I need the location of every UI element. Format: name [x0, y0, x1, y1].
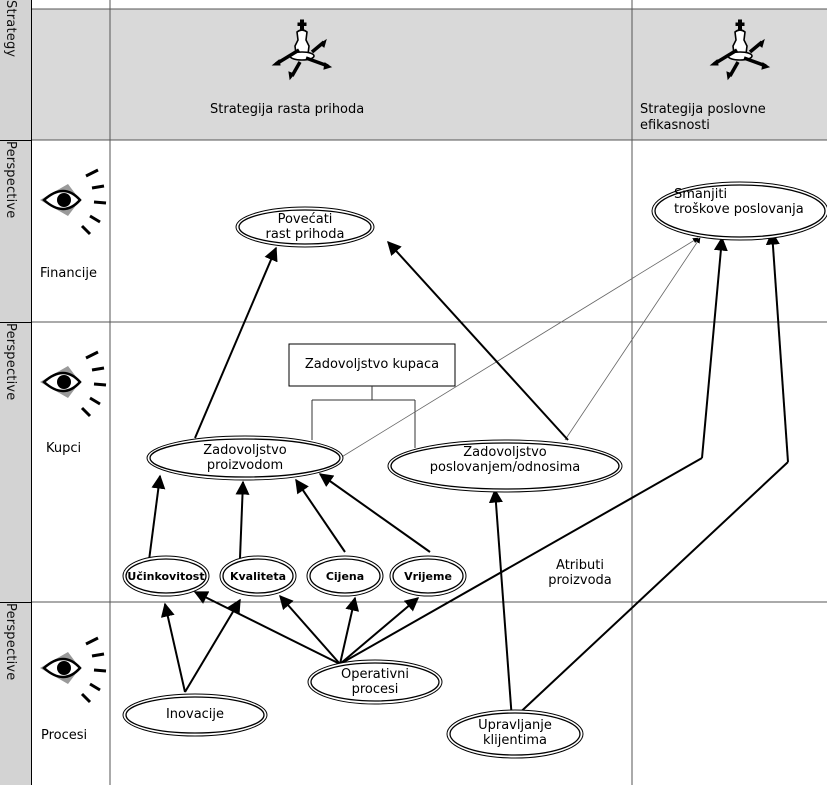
arrow-product-to-revenue: [194, 246, 278, 439]
product-attributes-label: Atributi proizvoda: [520, 558, 640, 588]
arrow-cm-to-costs-b: [765, 230, 789, 463]
efficiency-strategy-label-1: Strategija poslovne: [640, 102, 766, 117]
arrow-innovation-to-efficiency: [160, 602, 186, 693]
process-perspective-name: Procesi: [41, 728, 88, 743]
arrow-quality-to-product: [235, 480, 250, 559]
product-attributes-line2: proizvoda: [548, 573, 612, 588]
process-band-label: Perspective: [0, 602, 32, 785]
arrow-cm-to-relationship: [488, 488, 513, 721]
eye-icon: [40, 636, 107, 704]
chess-king-icon: [271, 19, 333, 81]
reduce-costs-line1: Smanjiti: [674, 187, 728, 202]
product-attributes-line1: Atributi: [556, 558, 604, 573]
product-satisfaction-line2: proizvodom: [206, 458, 284, 473]
customer-management-line2: klijentima: [483, 733, 547, 748]
time-node: Vrijeme: [404, 570, 452, 583]
arrow-relationship-to-revenue: [387, 240, 569, 441]
operational-processes-line1: Operativni: [340, 667, 410, 682]
strategy-band-label: Strategy: [0, 0, 32, 140]
customer-satisfaction-bracket: [288, 343, 456, 448]
customer-band-label: Perspective: [0, 322, 32, 602]
relationship-satisfaction-line2: poslovanjem/odnosima: [429, 460, 581, 475]
product-satisfaction-node: Zadovoljstvo proizvodom: [165, 443, 325, 473]
reduce-costs-line2: troškove poslovanja: [674, 202, 804, 217]
innovation-node: Inovacije: [165, 707, 225, 722]
financial-perspective-name: Financije: [40, 266, 97, 281]
financial-band-label: Perspective: [0, 140, 32, 322]
product-satisfaction-line1: Zadovoljstvo: [203, 443, 287, 458]
arrow-innovation-to-quality: [184, 598, 241, 693]
arrow-ops-to-costs-b: [701, 236, 728, 459]
customer-satisfaction-box: Zadovoljstvo kupaca: [289, 357, 455, 372]
reduce-costs-node: Smanjiti troškove poslovanja: [674, 187, 824, 217]
grid-lines: [32, 0, 827, 785]
customer-perspective-label: Perspective: [3, 323, 18, 401]
eye-icon: [40, 168, 107, 236]
quality-node: Kvaliteta: [229, 570, 287, 583]
customer-satisfaction-label: Zadovoljstvo kupaca: [304, 357, 440, 372]
customer-management-node: Upravljanje klijentima: [455, 718, 575, 748]
customer-management-line1: Upravljanje: [478, 718, 552, 733]
efficiency-node: Učinkovitost: [127, 570, 205, 583]
increase-revenue-node: Povećati rast prihoda: [245, 212, 365, 242]
financial-perspective-label: Perspective: [3, 141, 18, 219]
eye-icon: [40, 350, 107, 418]
arrow-ops-to-quality: [279, 594, 341, 665]
price-node: Cijena: [325, 570, 365, 583]
arrow-efficiency-to-product: [147, 474, 166, 569]
revenue-growth-strategy-label: Strategija rasta prihoda: [210, 102, 365, 117]
efficiency-strategy-label-2: efikasnosti: [640, 118, 710, 133]
increase-revenue-line1: Povećati: [277, 212, 333, 227]
strategy-header-band: [32, 9, 827, 140]
causal-arrows: [147, 230, 789, 721]
thin-links: [339, 237, 701, 459]
arrow-ops-to-price: [339, 596, 360, 665]
arrow-ops-to-time: [339, 597, 420, 665]
process-perspective-label: Perspective: [3, 603, 18, 681]
arrow-ops-to-costs-a: [339, 457, 703, 665]
arrow-ops-to-efficiency: [193, 591, 341, 665]
node-ellipses: [122, 181, 827, 759]
arrow-price-to-product: [295, 478, 346, 553]
strategy-label: Strategy: [3, 0, 18, 58]
arrow-cm-to-costs-a: [511, 461, 789, 721]
chess-king-icon: [709, 19, 771, 81]
arrow-time-to-product: [318, 473, 431, 553]
operational-processes-node: Operativni procesi: [315, 667, 435, 697]
relationship-satisfaction-node: Zadovoljstvo poslovanjem/odnosima: [400, 445, 610, 475]
relationship-satisfaction-line1: Zadovoljstvo: [463, 445, 547, 460]
customer-perspective-name: Kupci: [46, 441, 82, 456]
operational-processes-line2: procesi: [351, 682, 399, 697]
increase-revenue-line2: rast prihoda: [265, 227, 345, 242]
